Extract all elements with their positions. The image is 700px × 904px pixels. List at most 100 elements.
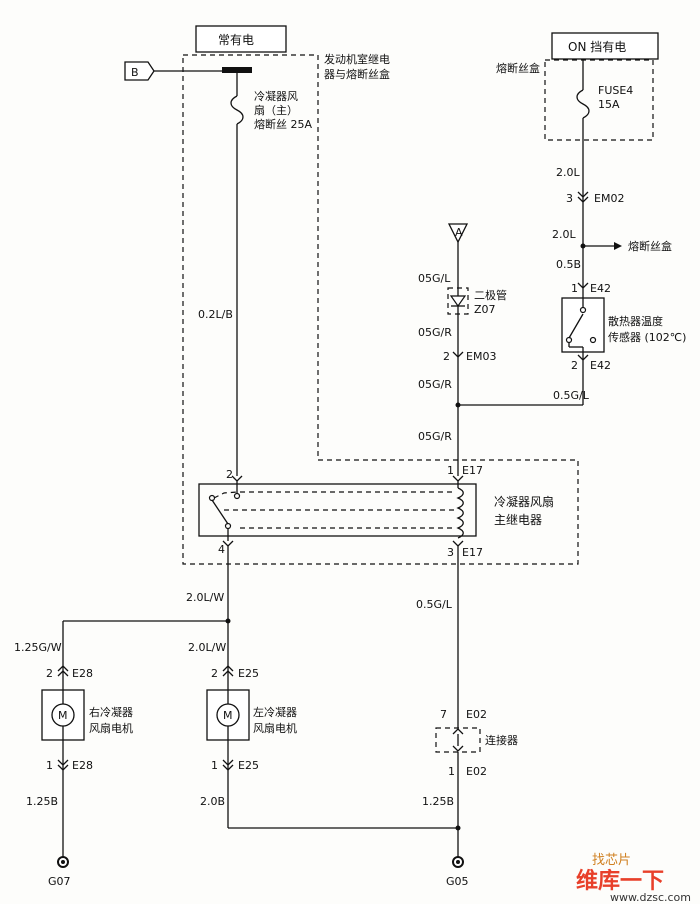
condenser-fan-fuse-symbol — [230, 95, 244, 125]
junction-fusebox — [580, 243, 586, 249]
connector-e28-top-mark — [57, 665, 69, 677]
e28-top-label: E28 — [72, 667, 93, 680]
engine-box-label-1: 发动机室继电 — [324, 52, 390, 66]
ground-g07-dot — [61, 860, 65, 864]
sensor-switch-blade — [568, 313, 584, 339]
diode-symbol — [449, 295, 467, 308]
em02-pin: 3 — [566, 192, 573, 205]
connector-a-label: A — [455, 226, 463, 239]
left-motor-m: M — [223, 709, 233, 722]
relay-coil — [456, 487, 464, 539]
left-motor-label-1: 左冷凝器 — [253, 705, 297, 719]
em02-label: EM02 — [594, 192, 624, 205]
wire-label-125GW: 1.25G/W — [14, 641, 62, 654]
sensor-contact-top — [579, 306, 587, 314]
connector-e25-top-mark — [222, 665, 234, 677]
fuse-box-label: 熔断丝盒 — [496, 61, 540, 75]
wire-label-20L-b: 2.0L — [552, 228, 576, 241]
e42-bot-pin: 2 — [571, 359, 578, 372]
e02-bot-label: E02 — [466, 765, 487, 778]
constant-power-label: 常有电 — [218, 33, 254, 47]
connector-em02-mark — [577, 191, 589, 203]
sensor-label-1: 散热器温度 — [608, 314, 663, 328]
connector-e42-bot-mark — [577, 354, 589, 361]
relay-contact-2 — [208, 494, 216, 502]
relay-pin-4: 4 — [218, 543, 225, 556]
main-relay-box — [198, 483, 477, 537]
ground-g05-dot — [456, 860, 460, 864]
right-motor-label-1: 右冷凝器 — [89, 705, 133, 719]
wire-label-05GR-1: 05G/R — [418, 326, 452, 339]
e25-top-label: E25 — [238, 667, 259, 680]
relay-link-top — [213, 491, 238, 499]
wire-label-05GR-2: 05G/R — [418, 378, 452, 391]
wire-label-05GL-top: 05G/L — [418, 272, 451, 285]
fuse4-rating: 15A — [598, 98, 620, 111]
watermark-url: www.dzsc.com — [610, 891, 691, 904]
left-motor-label-2: 风扇电机 — [253, 721, 297, 735]
wire-label-20L-a: 2.0L — [556, 166, 580, 179]
ground-g07-label: G07 — [48, 875, 71, 888]
e28-bot-pin: 1 — [46, 759, 53, 772]
relay-pin2-mark — [231, 475, 243, 482]
right-motor-m: M — [58, 709, 68, 722]
connector-em03-mark — [452, 351, 464, 358]
em03-pin: 2 — [443, 350, 450, 363]
em03-label: EM03 — [466, 350, 496, 363]
e02-bot-pin: 1 — [448, 765, 455, 778]
e28-bot-label: E28 — [72, 759, 93, 772]
e25-bot-pin: 1 — [211, 759, 218, 772]
relay-label-2: 主继电器 — [494, 513, 542, 527]
diode-box — [447, 287, 469, 315]
fuse4-name: FUSE4 — [598, 84, 633, 97]
fuse-label-2: 扇（主） — [254, 103, 298, 117]
watermark-brand: 找芯片 — [592, 853, 631, 868]
arrow-to-fusebox — [614, 242, 622, 250]
connector-b-label: B — [131, 66, 139, 79]
wire-label-20LW-left: 2.0L/W — [188, 641, 226, 654]
relay-pin-3: 3 — [447, 546, 454, 559]
e25-top-pin: 2 — [211, 667, 218, 680]
relay-contact-3 — [224, 522, 232, 530]
connector-a-triangle — [447, 223, 469, 244]
e02-top-pin: 7 — [440, 708, 447, 721]
e42-top-pin: 1 — [571, 282, 578, 295]
e25-bot-label: E25 — [238, 759, 259, 772]
connector-e25-bot-mark — [222, 759, 234, 771]
wire-label-05GL-sensor: 0.5G/L — [553, 389, 590, 402]
ground-g05-label: G05 — [446, 875, 469, 888]
diode-label-2: Z07 — [474, 303, 496, 316]
relay-pin1-mark — [452, 475, 464, 482]
wire-label-02LB: 0.2L/B — [198, 308, 233, 321]
connector-e02-up-mark — [452, 728, 464, 735]
busbar — [222, 67, 252, 73]
fuse-box-outline — [544, 59, 654, 141]
engine-box-label-2: 器与熔断丝盒 — [324, 67, 390, 81]
on-power-label: ON 挡有电 — [568, 40, 626, 54]
wire-label-05GL-bottom: 0.5G/L — [416, 598, 453, 611]
diode-label-1: 二极管 — [474, 288, 507, 302]
right-motor-label-2: 风扇电机 — [89, 721, 133, 735]
sensor-contact-right — [589, 336, 597, 344]
connector-e02-down-mark — [452, 745, 464, 752]
watermark-site-name: 维库一下 — [576, 868, 664, 894]
on-power-box — [551, 32, 659, 60]
sensor-label-2: 传感器 (102℃) — [608, 331, 686, 344]
relay-pin-2: 2 — [226, 468, 233, 481]
junction-sensor — [455, 402, 461, 408]
wire-label-125B-right: 1.25B — [26, 795, 58, 808]
wire-label-125B-conn: 1.25B — [422, 795, 454, 808]
e42-bot-label: E42 — [590, 359, 611, 372]
fuse-label-3: 熔断丝 25A — [254, 117, 312, 131]
e42-top-label: E42 — [590, 282, 611, 295]
wire-label-05B: 0.5B — [556, 258, 581, 271]
e28-top-pin: 2 — [46, 667, 53, 680]
wire-label-05GR-3: 05G/R — [418, 430, 452, 443]
wire-label-20LW-main: 2.0L/W — [186, 591, 224, 604]
e17-bot-label: E17 — [462, 546, 483, 559]
relay-contact-1 — [233, 492, 241, 500]
e02-top-label: E02 — [466, 708, 487, 721]
relay-switch-arm — [211, 499, 229, 525]
to-fusebox-label: 熔断丝盒 — [628, 239, 672, 253]
